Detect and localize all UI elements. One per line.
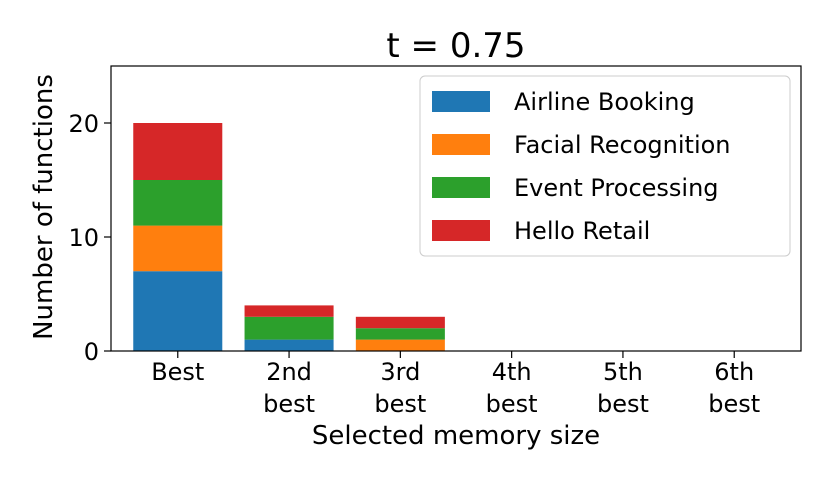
x-tick-label-4-0: 5th — [603, 358, 643, 386]
x-tick-label-4-1: best — [597, 390, 649, 418]
y-tick-label-2: 20 — [68, 110, 99, 138]
x-tick-label-5-1: best — [708, 390, 760, 418]
legend-swatch-hello-retail — [432, 220, 490, 241]
x-tick-label-1-1: best — [263, 390, 315, 418]
bar-event-processing-2 — [355, 328, 445, 340]
y-tick-label-0: 0 — [84, 338, 99, 366]
bar-facial-recognition-2 — [355, 339, 445, 351]
x-tick-label-0-0: Best — [151, 358, 204, 386]
y-tick-label-1: 10 — [68, 224, 99, 252]
bar-event-processing-0 — [133, 180, 223, 226]
x-tick-label-5-0: 6th — [714, 358, 754, 386]
legend-label-hello-retail: Hello Retail — [514, 217, 650, 245]
bar-hello-retail-0 — [133, 123, 223, 180]
plot-frame — [110, 65, 802, 352]
y-axis-label: Number of functions — [29, 74, 59, 340]
chart-title: t = 0.75 — [386, 26, 525, 66]
bar-event-processing-1 — [244, 316, 334, 340]
bar-hello-retail-2 — [355, 316, 445, 329]
x-axis: Best 2nd best 3rd best 4th best 5th best 6th best — [151, 351, 760, 418]
legend-swatch-airline-booking — [432, 91, 490, 112]
bar-airline-booking-1 — [244, 339, 334, 351]
legend-label-airline-booking: Airline Booking — [514, 88, 695, 116]
x-tick-label-2-1: best — [374, 390, 426, 418]
legend-swatch-facial-recognition — [432, 134, 490, 155]
bars-layer — [133, 123, 445, 351]
bar-hello-retail-1 — [244, 305, 334, 317]
y-axis: 0 10 20 — [68, 110, 111, 366]
bar-facial-recognition-0 — [133, 225, 223, 272]
bar-airline-booking-0 — [133, 271, 223, 351]
legend-label-facial-recognition: Facial Recognition — [514, 131, 731, 159]
x-tick-label-2-0: 3rd — [380, 358, 420, 386]
legend-label-event-processing: Event Processing — [514, 174, 719, 202]
legend-box — [419, 75, 791, 257]
x-tick-label-1-0: 2nd — [266, 358, 312, 386]
x-tick-label-3-1: best — [486, 390, 538, 418]
x-tick-label-3-0: 4th — [492, 358, 532, 386]
legend-swatch-event-processing — [432, 177, 490, 198]
x-axis-label: Selected memory size — [312, 421, 600, 451]
